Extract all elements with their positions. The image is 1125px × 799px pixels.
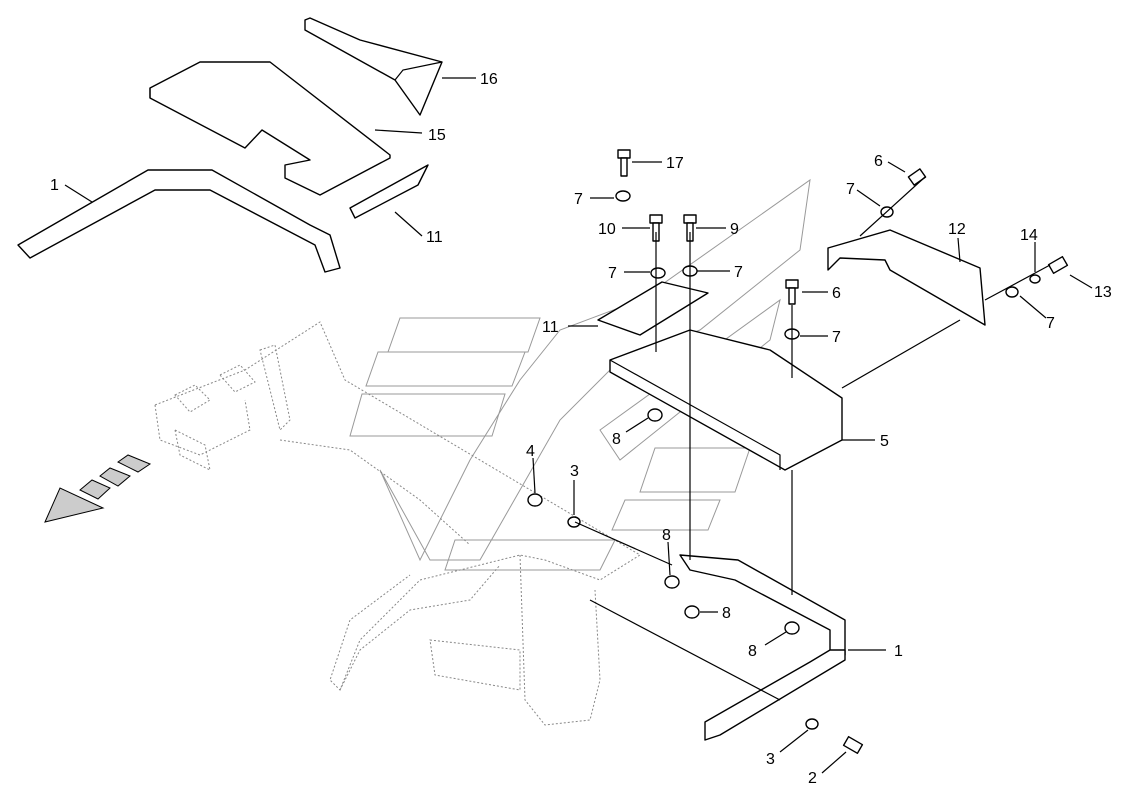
label-7-c: 7 (734, 264, 743, 281)
label-16: 16 (480, 71, 498, 88)
label-12: 12 (948, 221, 966, 238)
label-7-d: 7 (846, 181, 855, 198)
label-8-a: 8 (612, 431, 621, 448)
label-8-d: 8 (748, 643, 757, 660)
part-16-guard (304, 17, 443, 116)
assembly-lines (574, 176, 1051, 701)
part-1-bracket-right (679, 554, 846, 741)
leader-lines (64, 77, 1093, 774)
machine-frame-ghost (154, 321, 641, 726)
label-10: 10 (598, 221, 616, 238)
part-11-plate-left (349, 164, 429, 219)
label-9: 9 (730, 221, 739, 238)
label-6-upper: 6 (874, 153, 883, 170)
label-1-upper: 1 (50, 177, 59, 194)
label-7-f: 7 (832, 329, 841, 346)
label-2: 2 (808, 770, 817, 787)
label-7-a: 7 (574, 191, 583, 208)
label-1-lower: 1 (894, 643, 903, 660)
label-15: 15 (428, 127, 446, 144)
label-8-b: 8 (662, 527, 671, 544)
label-3-lower: 3 (766, 751, 775, 768)
callout-labels: 16 15 1 11 17 7 10 9 7 7 11 6 7 12 14 13… (50, 71, 1112, 787)
part-11-plate-center (597, 281, 709, 336)
label-14: 14 (1020, 227, 1038, 244)
label-6-center: 6 (832, 285, 841, 302)
label-11-center: 11 (542, 319, 559, 336)
part-12-guard (827, 229, 986, 326)
label-7-b: 7 (608, 265, 617, 282)
label-8-c: 8 (722, 605, 731, 622)
label-13: 13 (1094, 284, 1112, 301)
label-11-upper: 11 (426, 229, 443, 246)
part-15-plate (149, 61, 391, 196)
label-4: 4 (526, 443, 535, 460)
label-3-upper: 3 (570, 463, 579, 480)
direction-arrow-icon (44, 454, 152, 523)
part-5-main-plate (609, 329, 843, 471)
label-17: 17 (666, 155, 684, 172)
part-1-bracket-left (17, 169, 341, 273)
label-7-e: 7 (1046, 315, 1055, 332)
label-5: 5 (880, 433, 889, 450)
